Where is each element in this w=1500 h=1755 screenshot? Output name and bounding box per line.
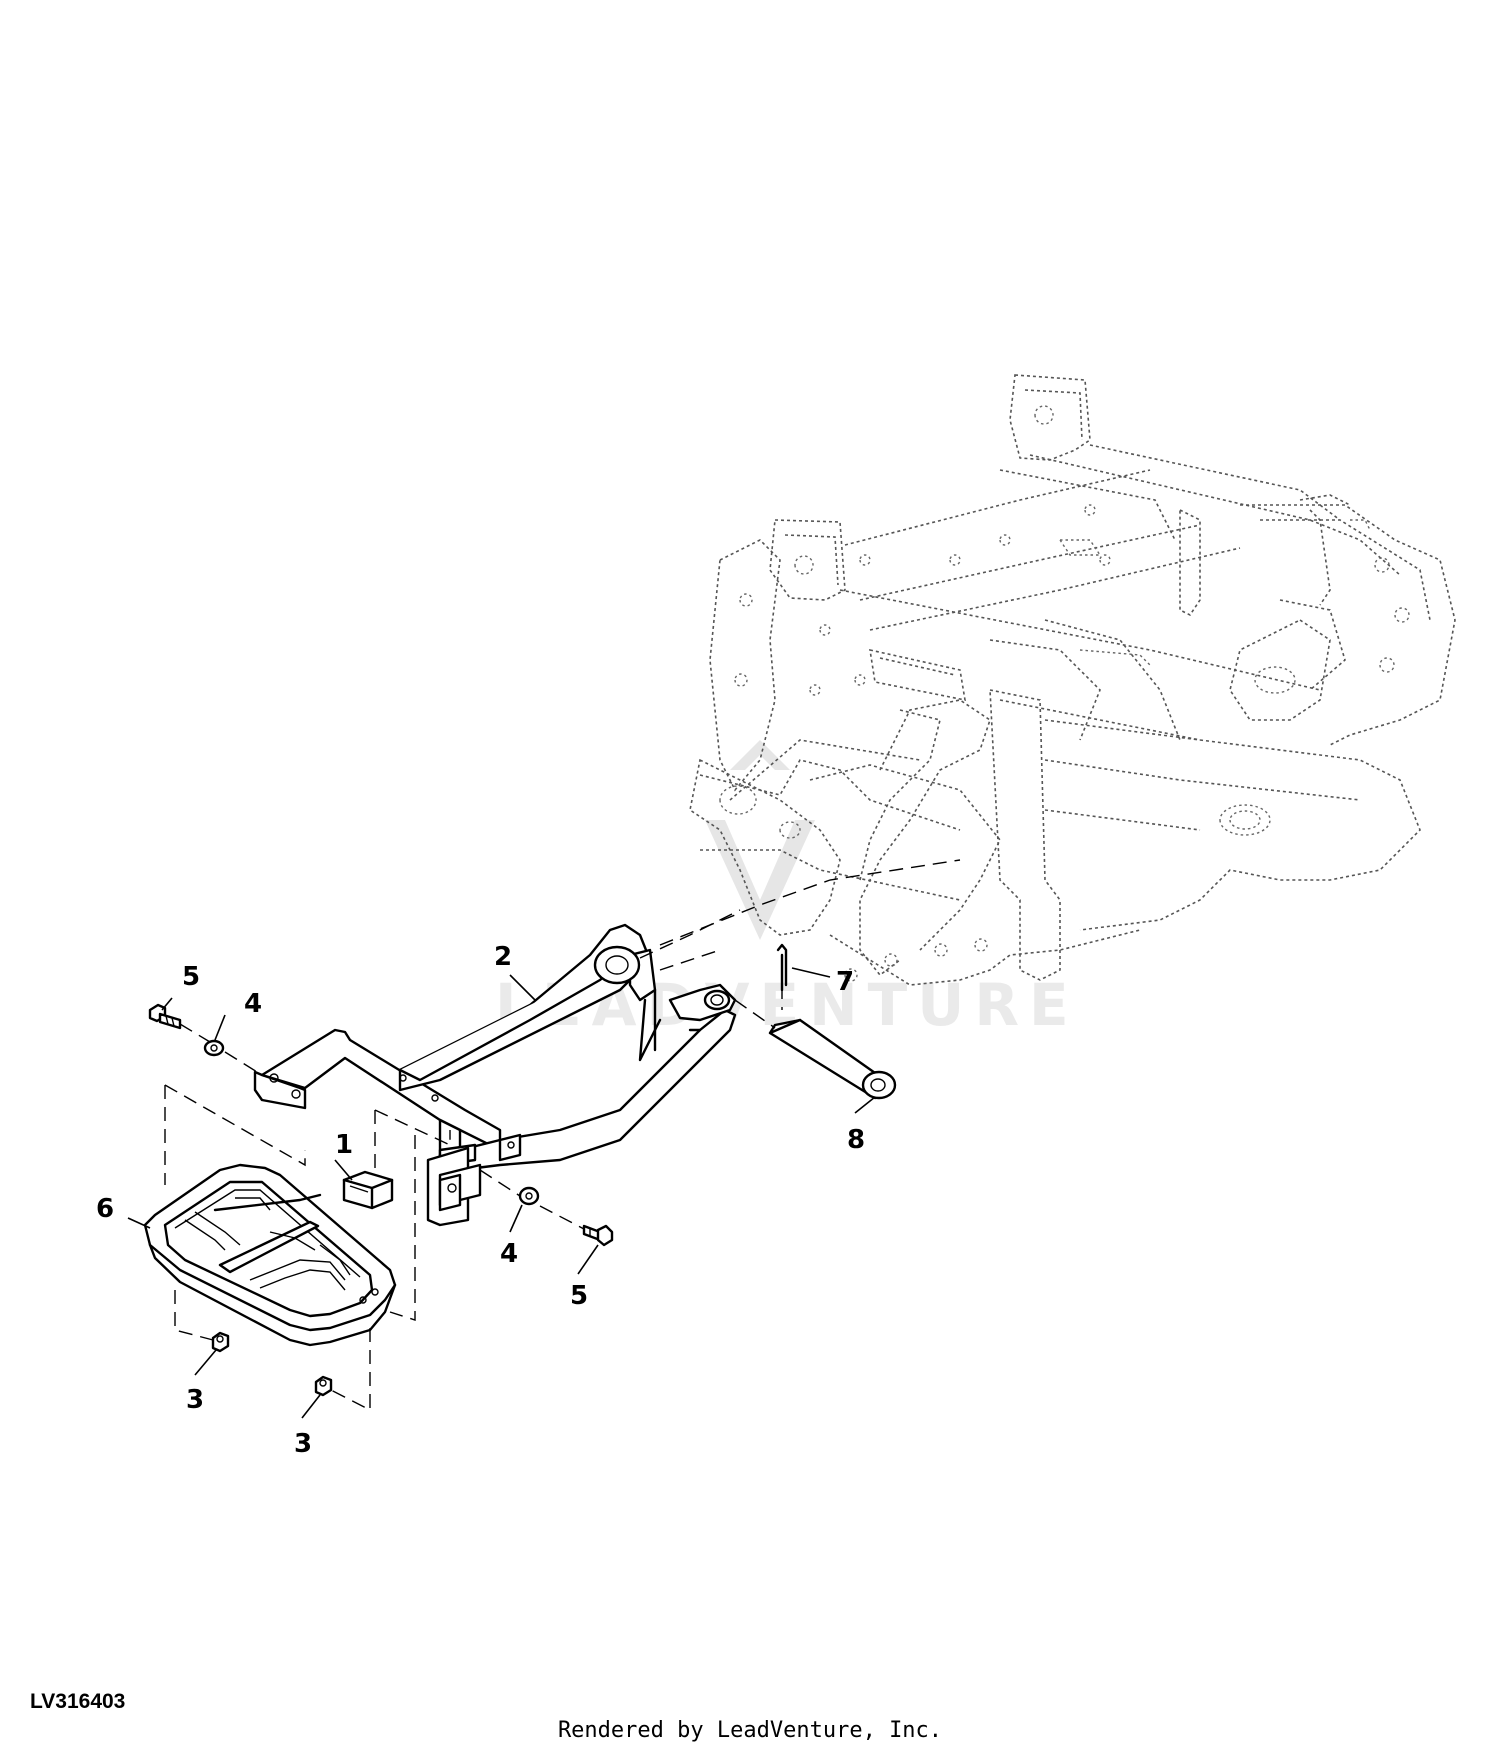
callout-3-right: 3 bbox=[294, 1429, 312, 1459]
explosion-lines bbox=[164, 859, 961, 1412]
step bbox=[143, 1163, 397, 1347]
callout-4-right: 4 bbox=[500, 1239, 518, 1269]
callout-5-right: 5 bbox=[570, 1281, 588, 1311]
pad bbox=[342, 1170, 394, 1210]
figure-id: LV316403 bbox=[30, 1690, 126, 1713]
callout-2: 2 bbox=[494, 942, 512, 972]
tractor-frame-outline bbox=[689, 374, 1456, 986]
leader-lines bbox=[127, 967, 876, 1419]
callout-5-left: 5 bbox=[182, 962, 200, 992]
pin bbox=[768, 1018, 897, 1100]
render-credit: Rendered by LeadVenture, Inc. bbox=[557, 1718, 943, 1743]
mounting-arm bbox=[253, 923, 737, 1227]
callouts: 1 2 3 3 4 4 5 5 6 7 8 bbox=[96, 942, 865, 1459]
callout-3-left: 3 bbox=[186, 1385, 204, 1415]
callout-8: 8 bbox=[847, 1125, 865, 1155]
callout-7: 7 bbox=[836, 967, 854, 997]
callout-4-left: 4 bbox=[244, 989, 262, 1019]
hardware bbox=[148, 1003, 614, 1397]
callout-6: 6 bbox=[96, 1194, 114, 1224]
callout-1: 1 bbox=[335, 1130, 353, 1160]
cotter-pin bbox=[776, 943, 788, 992]
